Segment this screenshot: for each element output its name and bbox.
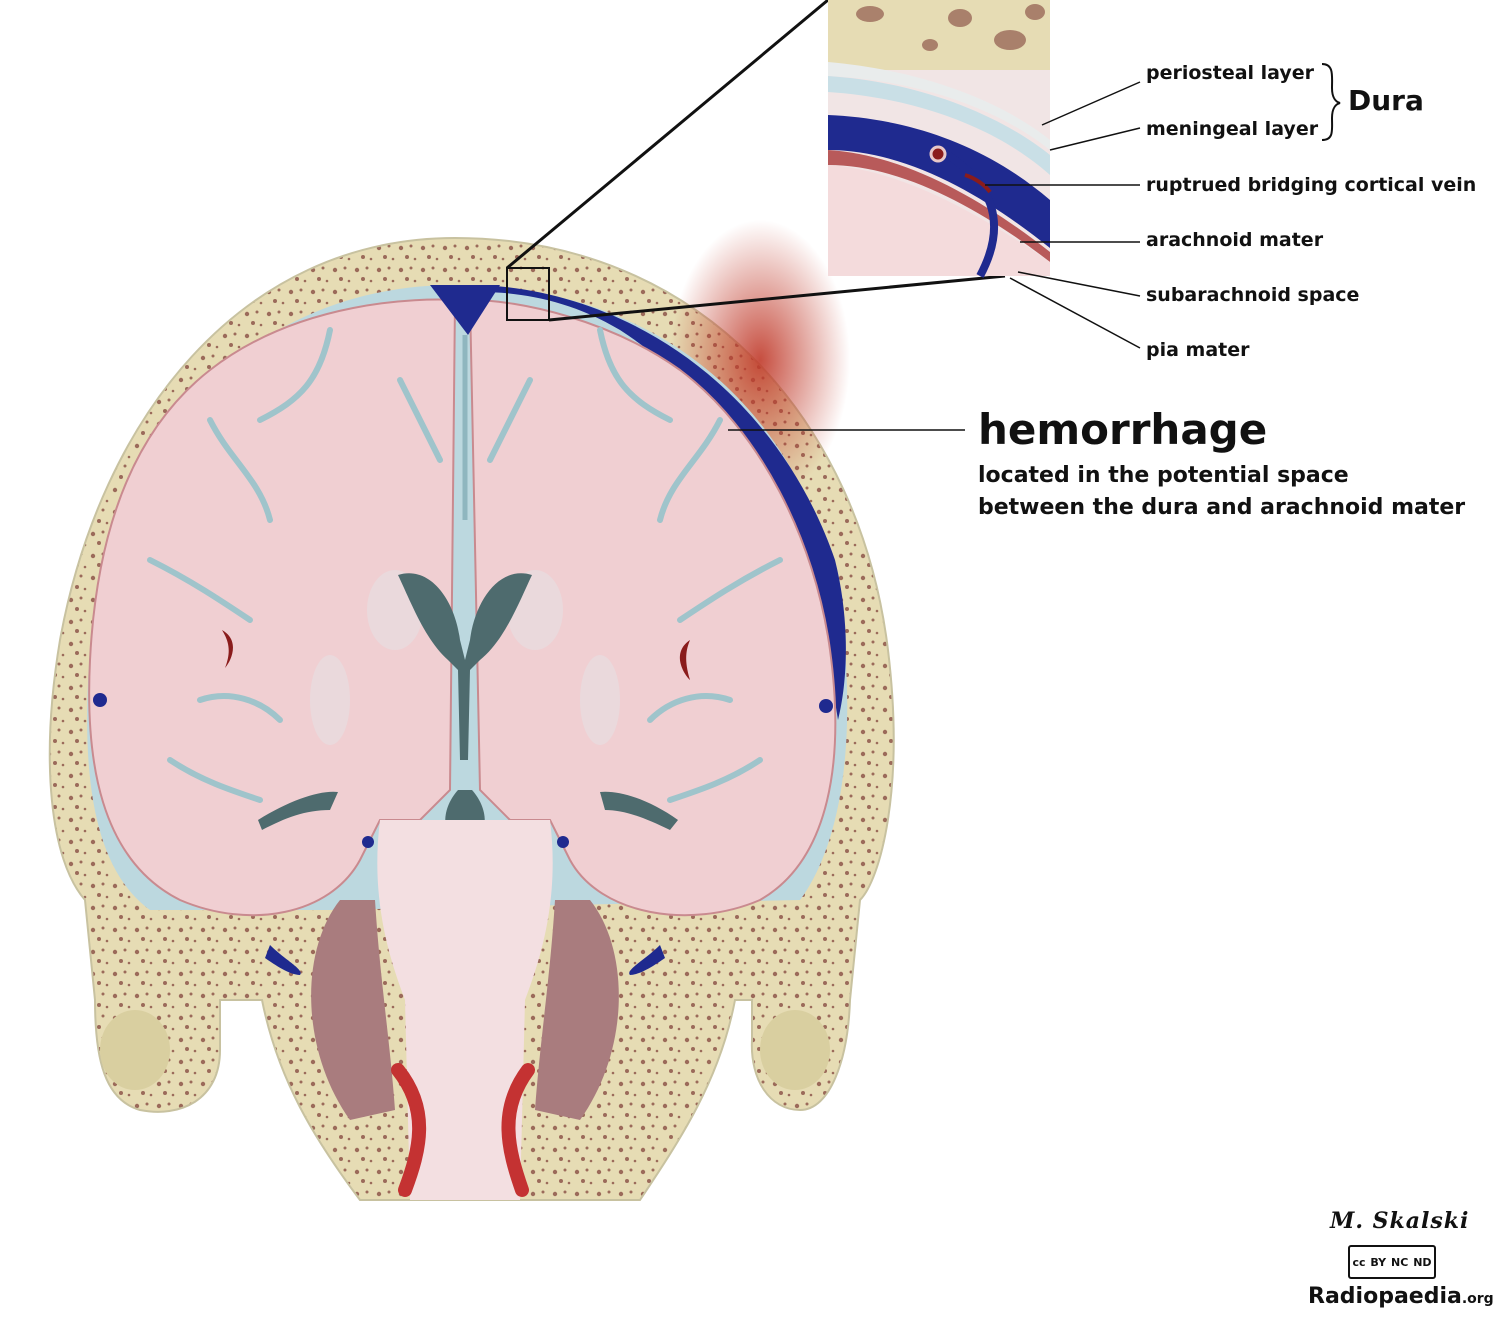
site-name: Radiopaedia bbox=[1308, 1284, 1462, 1309]
brain-left-hemisphere bbox=[88, 298, 457, 917]
author-signature: M. Skalski bbox=[1330, 1208, 1470, 1234]
hemorrhage-description-line1: located in the potential space bbox=[978, 463, 1349, 488]
label-meningeal-layer: meningeal layer bbox=[1146, 118, 1319, 140]
label-dura: Dura bbox=[1348, 84, 1424, 117]
hemorrhage-title: hemorrhage bbox=[978, 405, 1268, 454]
label-subarachnoid-space: subarachnoid space bbox=[1146, 284, 1360, 306]
hemorrhage-description-line2: between the dura and arachnoid mater bbox=[978, 495, 1466, 520]
inset-magnified-layers bbox=[828, 0, 1050, 278]
site-tld: .org bbox=[1461, 1291, 1494, 1307]
cc-by: BY bbox=[1370, 1255, 1387, 1269]
brain-right-hemisphere bbox=[468, 298, 837, 917]
label-arachnoid-mater: arachnoid mater bbox=[1146, 229, 1324, 251]
cc-nc: NC bbox=[1391, 1255, 1409, 1269]
dura-brace bbox=[1321, 63, 1341, 141]
label-periosteal-layer: periosteal layer bbox=[1146, 62, 1315, 84]
zoom-source-box bbox=[506, 267, 550, 321]
lateral-ventricles bbox=[398, 573, 532, 760]
cc-mark: cc bbox=[1352, 1255, 1366, 1269]
cc-nd: ND bbox=[1413, 1255, 1432, 1269]
radiopaedia-logo: Radiopaedia.org bbox=[1308, 1284, 1494, 1309]
cc-license-badge: cc BY NC ND bbox=[1348, 1245, 1436, 1279]
label-pia-mater: pia mater bbox=[1146, 339, 1250, 361]
label-bridging-vein: ruptrued bridging cortical vein bbox=[1146, 174, 1477, 196]
